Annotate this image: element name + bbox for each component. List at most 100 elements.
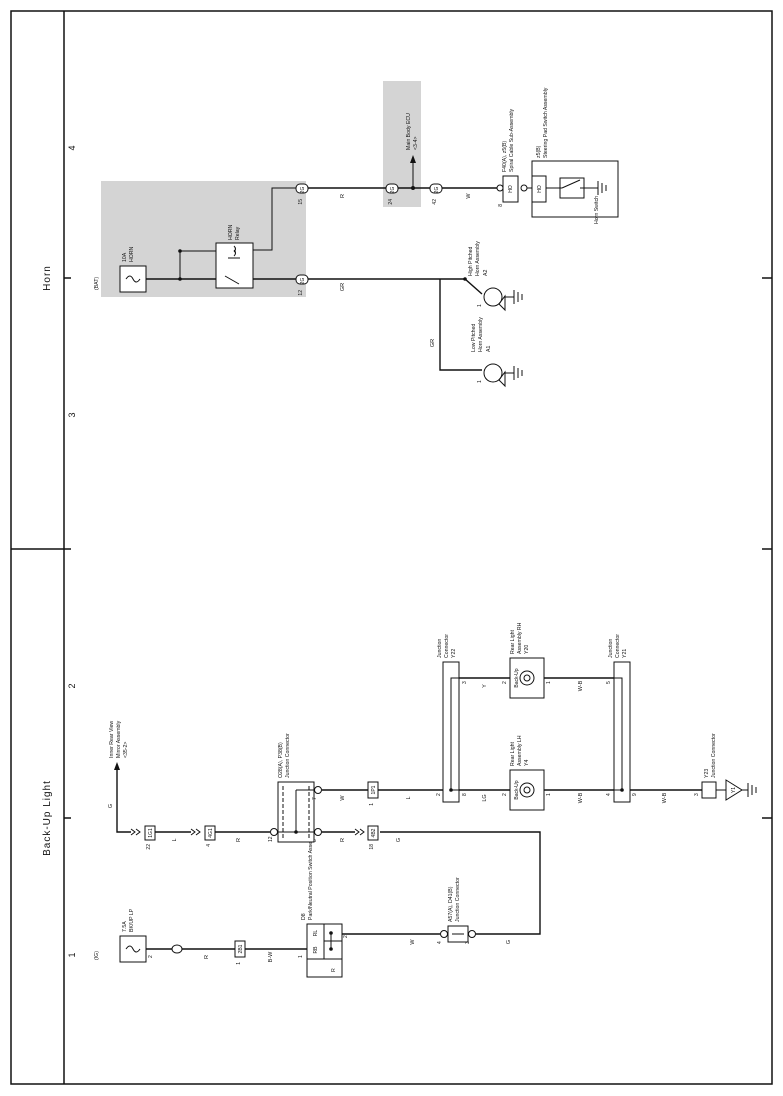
grid-ticks — [64, 277, 772, 819]
wire-color-l: L — [172, 838, 178, 841]
pin-4-a57: 4 — [437, 941, 443, 944]
junction-y21-l2: Connector — [615, 634, 621, 658]
connector-4g1 — [204, 825, 216, 841]
ground-y1-label: Y1 — [731, 787, 737, 793]
connector-2g-24-label: 2G — [390, 187, 396, 194]
grid-label-1: 1 — [67, 952, 77, 957]
pin-22: 22 — [146, 844, 152, 850]
pin-8: 8 — [498, 204, 504, 207]
pin-8-y22: 8 — [462, 793, 468, 796]
wire-color-g-1: G — [506, 940, 512, 944]
connector-2b1-label: 2B1 — [238, 944, 244, 953]
wire-color-l-2: L — [406, 796, 412, 799]
pin-2-fuse: 2 — [148, 955, 154, 958]
junction-o28-name: Junction Connector — [285, 733, 291, 778]
wire-color-y: Y — [482, 684, 488, 688]
rear-light-rh-l1: Rear Light — [510, 630, 516, 654]
rear-light-lh-l1: Rear Light — [510, 742, 516, 766]
wire-color-w-horn: W — [466, 193, 472, 199]
spiral-ho-label: HO — [508, 185, 514, 193]
horn-a1 — [483, 363, 503, 383]
pin-18: 18 — [369, 844, 375, 850]
switch-id: D8 — [301, 913, 307, 920]
steering-id: z5(B) — [536, 145, 542, 158]
pin-15: 15 — [298, 199, 304, 205]
grid-label-2: 2 — [67, 683, 77, 688]
wire-color-r-horn: R — [340, 194, 346, 198]
pin-1-2b1: 1 — [236, 962, 242, 965]
pin-2-y22: 2 — [436, 793, 442, 796]
junction-o28-id: O28(A), P38(B) — [278, 742, 284, 778]
connector-1g1 — [144, 825, 156, 841]
ecu-label-2: <3-4> — [413, 136, 419, 150]
section-title-horn: Horn — [42, 265, 53, 291]
switch-pin-rl: RL — [313, 930, 319, 937]
pin-8-o28: 8 — [312, 839, 318, 842]
pin-3-a57: 3 — [465, 941, 471, 944]
spiral-name: Spiral Cable Sub-Assembly — [509, 108, 515, 172]
relay-label-1: HORN — [228, 224, 234, 240]
section-title-backup: Back-Up Light — [42, 780, 53, 856]
horn-a2 — [483, 287, 503, 307]
spiral-id: F40(A), z5(B) — [502, 141, 508, 172]
junction-y21-id: Y21 — [622, 649, 628, 658]
grid-label-3: 3 — [67, 412, 77, 417]
junction-y23-name: Junction Connector — [711, 733, 717, 778]
pin-9-y21: 9 — [632, 793, 638, 796]
spiral-cable — [502, 175, 519, 203]
mirror-label-2: Mirror Assembly — [116, 720, 122, 758]
rear-light-rh-id: Y20 — [524, 645, 530, 654]
pin-4-y21: 4 — [606, 793, 612, 796]
backup-fuse-rating: 7.5A — [122, 921, 128, 932]
connector-1p1-label: 1P1 — [371, 785, 377, 794]
wire-color-wb-3: W-B — [662, 792, 668, 803]
steering-ho — [531, 175, 547, 203]
ig-supply-label: (IG) — [94, 951, 100, 960]
pin-5-y21: 5 — [606, 681, 612, 684]
wire-color-wb-1: W-B — [578, 792, 584, 803]
wire-color-wb-2: W-B — [578, 680, 584, 691]
connector-2g-12-label: 2G — [300, 278, 306, 285]
pin-12-o28: 12 — [268, 836, 274, 842]
steering-name: Steering Pad Switch Assembly — [543, 87, 549, 158]
horn-a1-id: A1 — [486, 346, 492, 352]
connector-4b2 — [367, 825, 379, 841]
connector-4b2-label: 4B2 — [371, 828, 377, 837]
pin-1-y20: 1 — [546, 681, 552, 684]
wire-color-gr-1: GR — [340, 283, 346, 291]
ecu-label-1: Main Body ECU — [406, 113, 412, 150]
horn-a2-l1: High Pitched — [468, 246, 474, 276]
pin-42: 42 — [432, 199, 438, 205]
pin-1-1p1: 1 — [369, 803, 375, 806]
pin-1-switch: 1 — [298, 955, 304, 958]
wire-color-w-2: W — [340, 795, 346, 801]
backup-fuse-name: BK/UP LP — [129, 908, 135, 932]
pin-2-switch: 2 — [343, 935, 349, 938]
wire-color-lg: LG — [482, 794, 488, 801]
switch-pin-r: R — [331, 968, 337, 972]
rear-light-lh-lamp: Back-Up — [514, 780, 520, 799]
horn-a1-l2: Horn Assembly — [478, 317, 484, 352]
pin-2-y20: 2 — [502, 681, 508, 684]
connector-2g-15-label: 2G — [300, 187, 306, 194]
grid-label-4: 4 — [67, 145, 77, 150]
pin-24: 24 — [388, 199, 394, 205]
junction-y23 — [701, 781, 717, 799]
horn-a2-id: A2 — [483, 270, 489, 276]
junction-a57-id: A57(A), D41(B) — [448, 886, 454, 922]
wire-color-bw: B-W — [268, 951, 274, 963]
pin-1-y4: 1 — [546, 793, 552, 796]
connector-1g1-label: 1G1 — [148, 828, 154, 838]
wire-color-r-2: R — [340, 838, 346, 842]
horn-fuse-name: HORN — [129, 246, 135, 262]
pin-3-y22: 3 — [462, 681, 468, 684]
pin-1-a2: 1 — [477, 304, 483, 307]
bat-supply-label: (BAT) — [94, 277, 100, 290]
pin-4-4g1: 4 — [206, 844, 212, 847]
pin-12: 12 — [298, 290, 304, 296]
pin-3-y23: 3 — [694, 793, 700, 796]
wire-color-r-1: R — [204, 955, 210, 959]
horn-a1-l1: Low Pitched — [471, 324, 477, 352]
relay-label-2: Relay — [235, 226, 241, 240]
